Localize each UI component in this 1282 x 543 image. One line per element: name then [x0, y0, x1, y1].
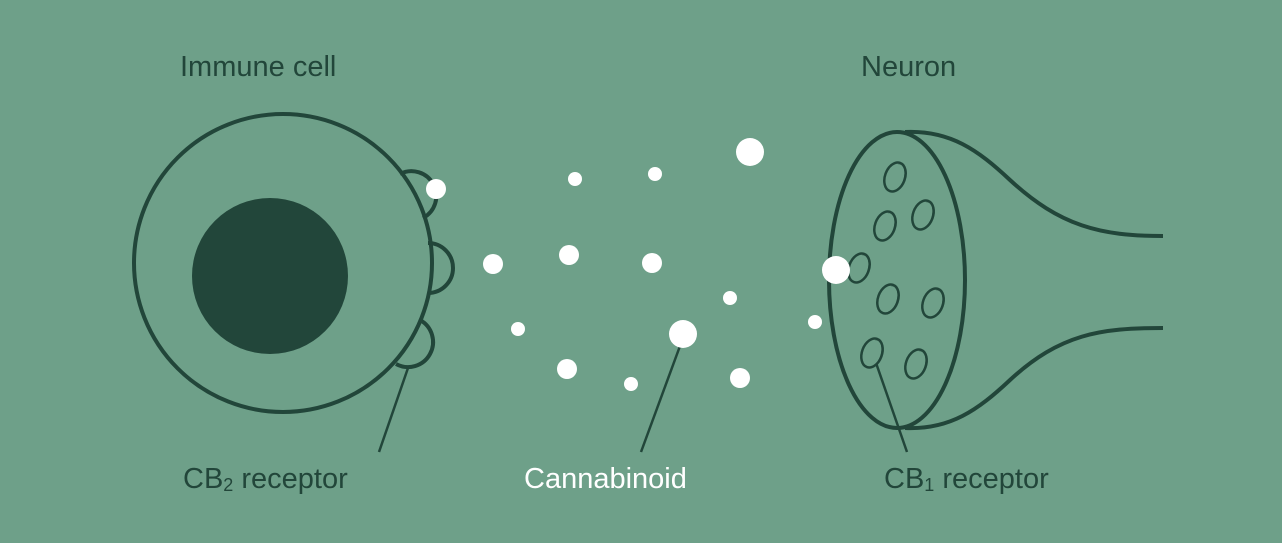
cannabinoid-molecule	[483, 254, 503, 274]
cb1-receptor-label: CB1 receptor	[884, 462, 1049, 499]
cb2-prefix: CB	[183, 463, 224, 495]
cb1-suffix: receptor	[934, 463, 1049, 495]
cannabinoid-molecule	[557, 359, 577, 379]
cannabinoid-molecule	[808, 315, 822, 329]
cb1-receptor-4	[847, 252, 871, 284]
cb1-receptor-8	[904, 348, 928, 380]
cb1-receptor-7	[860, 337, 884, 369]
cannabinoid-molecule	[736, 138, 764, 166]
cb1-subscript: 1	[924, 475, 935, 495]
cannabinoid-molecule	[723, 291, 737, 305]
cb1-leader-line	[873, 359, 909, 453]
cb2-leader-line	[377, 367, 410, 453]
cb1-receptor-6	[921, 287, 945, 319]
cb2-suffix: receptor	[233, 463, 348, 495]
cannabinoid-molecule	[568, 172, 582, 186]
cb1-prefix: CB	[884, 463, 925, 495]
cb1-receptor-group	[847, 161, 945, 380]
cb2-receptor-middle	[427, 241, 455, 295]
cb2-subscript: 2	[223, 475, 234, 495]
immune-cell-nucleus	[192, 198, 348, 354]
cb2-receptor-bottom	[395, 318, 435, 370]
cannabinoid-molecule	[648, 167, 662, 181]
cannabinoid-molecule	[730, 368, 750, 388]
cannabinoid-molecule	[624, 377, 638, 391]
cb1-receptor-2	[873, 210, 897, 242]
cb1-receptor-5	[876, 283, 900, 315]
neuron-label: Neuron	[861, 51, 957, 83]
cannabinoid-leader-line	[639, 345, 682, 453]
cannabinoid-molecule	[822, 256, 850, 284]
neuron-axon	[904, 129, 1164, 431]
cannabinoid-molecule	[511, 322, 525, 336]
cannabinoid-molecule	[642, 253, 662, 273]
immune-cell-label: Immune cell	[180, 51, 337, 83]
cannabinoid-molecule	[426, 179, 446, 199]
cannabinoid-molecule	[669, 320, 697, 348]
immune-cell-membrane	[132, 112, 434, 414]
cannabinoid-group	[426, 138, 850, 391]
cannabinoid-molecule	[559, 245, 579, 265]
cannabinoid-label: Cannabinoid	[524, 463, 687, 495]
cb1-receptor-3	[911, 199, 935, 231]
cb2-receptor-label: CB2 receptor	[183, 462, 348, 499]
cb1-receptor-1	[883, 161, 907, 193]
